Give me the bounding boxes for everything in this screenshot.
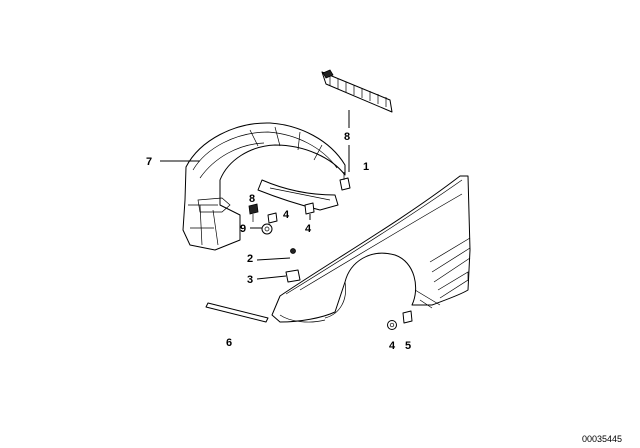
front-fender	[271, 175, 471, 323]
moulding-strip	[205, 302, 269, 323]
callout-4-right: 4	[305, 223, 312, 235]
wheel-arch-liner	[182, 122, 346, 251]
callout-9: 9	[240, 223, 246, 235]
callout-8-top: 8	[344, 131, 350, 143]
diagram-code: 00035445	[582, 434, 622, 444]
callout-8-left: 8	[249, 193, 255, 205]
callout-4-mid: 4	[283, 209, 290, 221]
fasteners	[248, 172, 413, 330]
callout-2: 2	[247, 253, 253, 265]
callout-7: 7	[146, 156, 152, 168]
callout-6: 6	[226, 337, 232, 349]
callout-3: 3	[247, 274, 253, 286]
callout-5: 5	[405, 340, 411, 352]
callout-labels: 7 8 1 8 4 4 9 2 3 6 4 5	[146, 131, 411, 352]
callout-4-bottom: 4	[389, 340, 396, 352]
callout-1: 1	[363, 161, 369, 173]
leader-lines	[160, 110, 350, 280]
clip-rail	[321, 69, 393, 113]
